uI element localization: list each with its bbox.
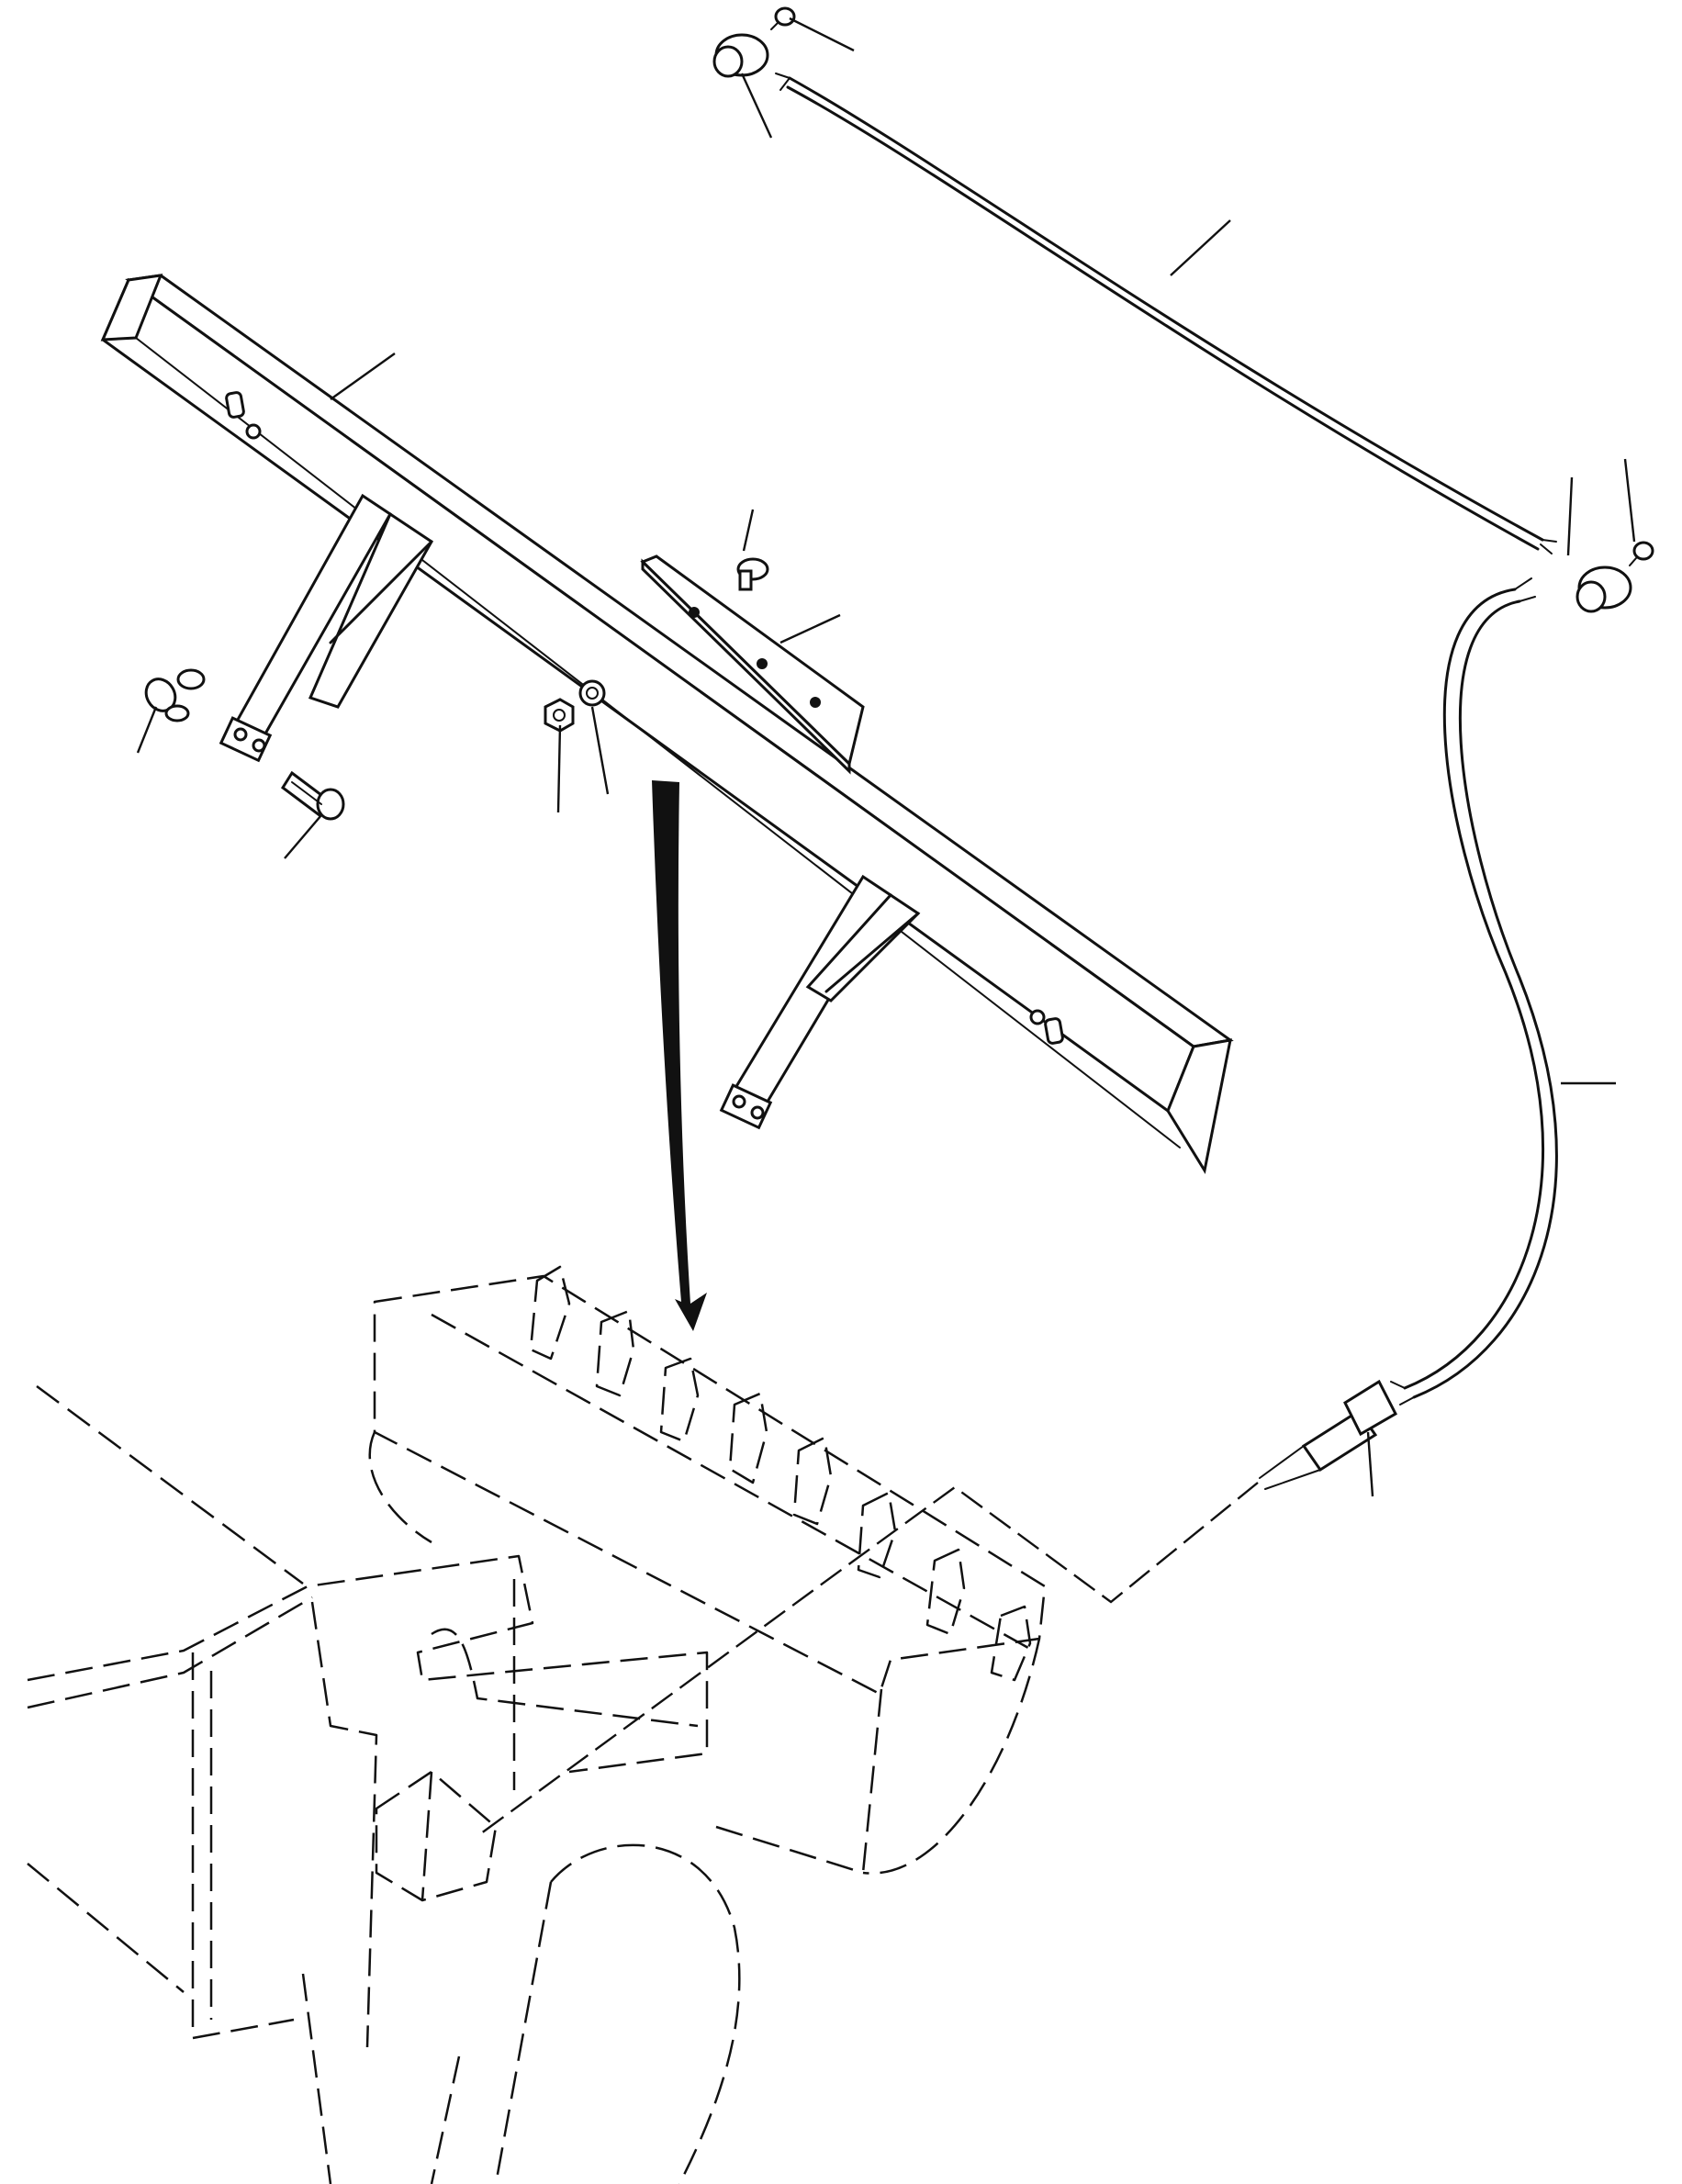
upper-cable [775, 73, 1557, 554]
terminal-cap-top [712, 6, 796, 78]
wing-nut [144, 668, 206, 722]
bucket-outline [368, 1265, 1047, 1875]
terminal-cap-right [1575, 541, 1654, 613]
carriage-bolt [280, 770, 345, 821]
cable-connector [1259, 1379, 1397, 1490]
guard-bar [100, 274, 1234, 1175]
connection-route-line [477, 1482, 1259, 1837]
lock-washer [578, 679, 606, 707]
indicator-arrow [652, 780, 707, 1331]
leader-lines [136, 17, 1636, 1497]
hex-bolt [736, 557, 769, 591]
nut [544, 698, 575, 733]
loader-arm-outline [27, 1384, 864, 2184]
lower-cable [1390, 577, 1558, 1406]
mounting-plate [640, 554, 865, 775]
